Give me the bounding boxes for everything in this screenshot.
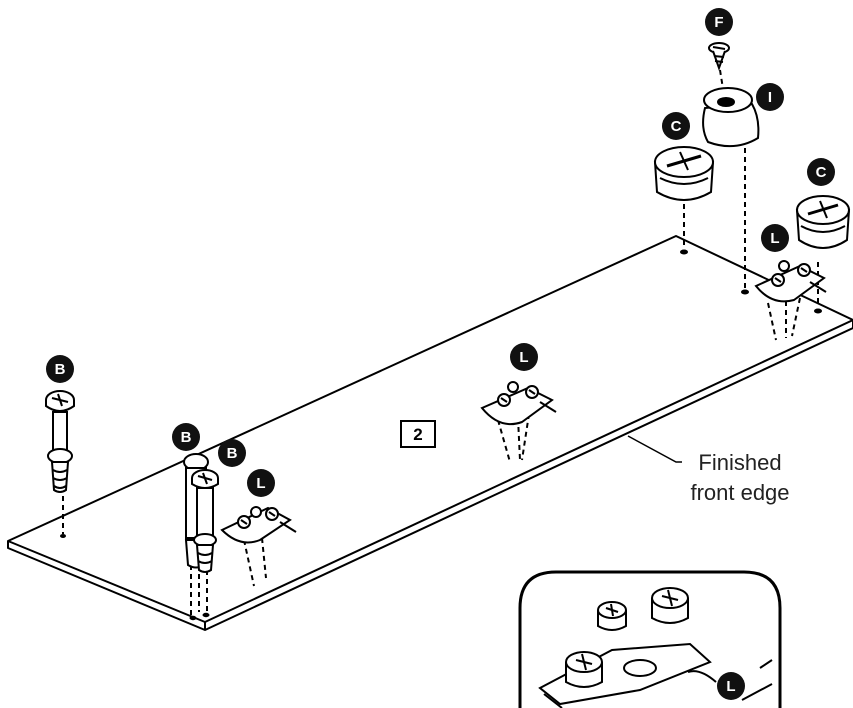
cam-bolt-3: [191, 469, 219, 573]
inset-screw-3: [565, 651, 603, 688]
svg-text:I: I: [768, 89, 772, 106]
badge-l-inset: L: [717, 672, 745, 700]
detail-inset: [518, 570, 782, 708]
badge-f: F: [705, 8, 733, 36]
svg-text:L: L: [726, 678, 735, 695]
callout-label-line1: Finished: [698, 450, 781, 475]
inset-screw-2: [651, 587, 689, 624]
svg-text:F: F: [714, 14, 723, 31]
badge-b-2: B: [172, 423, 200, 451]
cam-lock-1: [653, 146, 715, 201]
cam-lock-2: [795, 195, 851, 249]
wood-screw: [708, 42, 730, 72]
svg-text:L: L: [519, 349, 528, 366]
svg-text:C: C: [816, 164, 827, 181]
svg-text:C: C: [671, 118, 682, 135]
hole-back-left: [680, 249, 688, 255]
bracket-right: [754, 260, 827, 303]
step-number-box: [400, 420, 436, 448]
hole-right-a: [741, 289, 749, 295]
badge-i: I: [756, 83, 784, 111]
inset-screw-1: [597, 601, 627, 631]
callout-leader-line: [627, 435, 682, 463]
panel-holes: [60, 249, 822, 621]
callout-label-line2: front edge: [690, 480, 789, 505]
svg-text:B: B: [227, 445, 238, 462]
svg-text:L: L: [770, 230, 779, 247]
badge-b-3: B: [218, 439, 246, 467]
svg-text:B: B: [181, 429, 192, 446]
badge-c-2: C: [807, 158, 835, 186]
hole-right-b: [814, 308, 822, 314]
hole-left-b: [202, 612, 210, 618]
badge-b-1: B: [46, 355, 74, 383]
bracket-middle: [480, 381, 557, 426]
hole-left-c: [60, 534, 66, 538]
cam-bolt-1: [45, 390, 75, 493]
cover-cap: [702, 87, 760, 148]
step-number: 2: [413, 425, 422, 444]
badge-l-3: L: [761, 224, 789, 252]
guide-lines: [62, 69, 819, 615]
badge-c-1: C: [662, 112, 690, 140]
bracket-left: [220, 506, 297, 544]
badge-l-1: L: [247, 469, 275, 497]
svg-text:B: B: [55, 361, 66, 378]
hole-left-a: [189, 615, 197, 621]
badge-l-2: L: [510, 343, 538, 371]
svg-text:L: L: [256, 475, 265, 492]
